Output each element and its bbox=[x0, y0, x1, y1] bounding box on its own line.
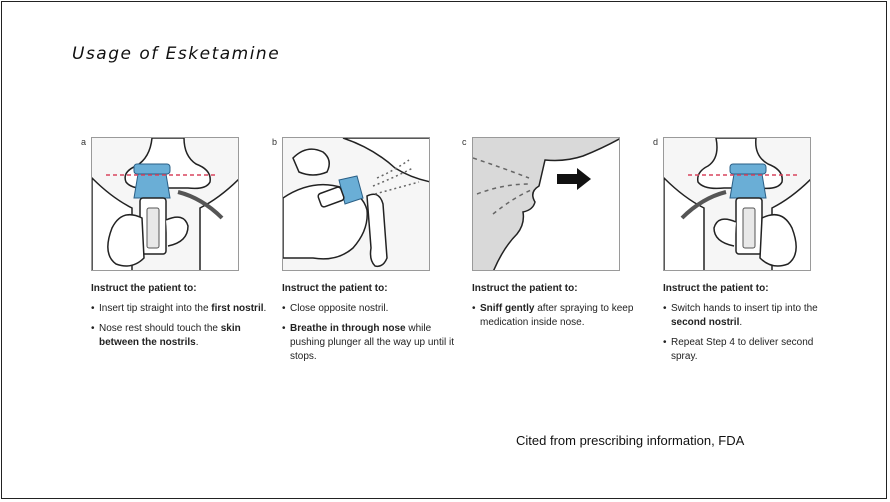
instruction-bullet: Insert tip straight into the first nostr… bbox=[91, 302, 269, 316]
instruction-bullet: Close opposite nostril. bbox=[282, 302, 460, 316]
illustration-close-opposite-nostril bbox=[282, 137, 430, 271]
panel-letter: b bbox=[272, 137, 278, 147]
instruction-heading: Instruct the patient to: bbox=[91, 283, 197, 294]
instruction-text: Instruct the patient to: Switch hands to… bbox=[663, 282, 841, 370]
illustration-sniff-gently bbox=[472, 137, 620, 271]
citation-text: Cited from prescribing information, FDA bbox=[516, 433, 745, 448]
illustration-insert-tip-first-nostril bbox=[91, 137, 239, 271]
panel-letter: d bbox=[653, 137, 659, 147]
instruction-heading: Instruct the patient to: bbox=[282, 283, 388, 294]
page-title: Usage of Esketamine bbox=[72, 44, 281, 64]
panel-letter: a bbox=[81, 137, 87, 147]
instruction-text: Instruct the patient to: Insert tip stra… bbox=[91, 282, 269, 356]
instruction-bullet: Repeat Step 4 to deliver second spray. bbox=[663, 336, 841, 364]
instruction-bullet: Sniff gently after spraying to keep medi… bbox=[472, 302, 650, 330]
instruction-bullet: Breathe in through nose while pushing pl… bbox=[282, 322, 460, 364]
instruction-bullet: Nose rest should touch the skin between … bbox=[91, 322, 269, 350]
instruction-heading: Instruct the patient to: bbox=[472, 283, 578, 294]
illustration-insert-tip-second-nostril bbox=[663, 137, 811, 271]
instruction-heading: Instruct the patient to: bbox=[663, 283, 769, 294]
instruction-bullet: Switch hands to insert tip into the seco… bbox=[663, 302, 841, 330]
instruction-text: Instruct the patient to: Sniff gently af… bbox=[472, 282, 650, 336]
panel-letter: c bbox=[462, 137, 467, 147]
instruction-text: Instruct the patient to: Close opposite … bbox=[282, 282, 460, 370]
